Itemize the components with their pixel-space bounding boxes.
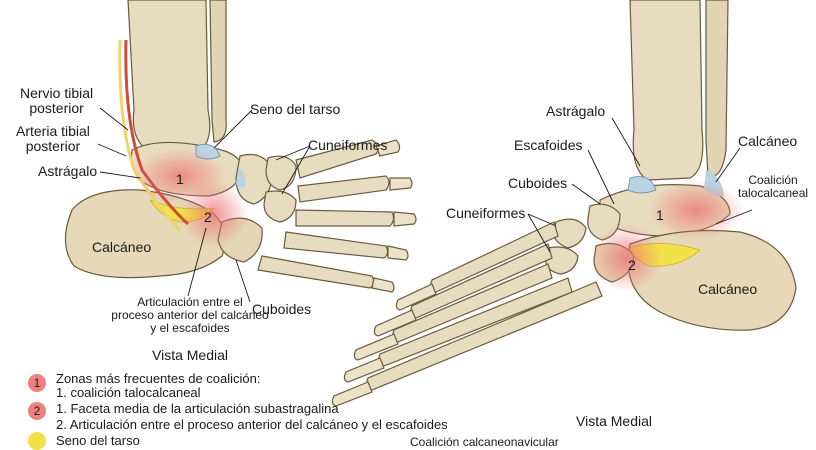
right-marker-2: 2 xyxy=(628,257,636,273)
left-label-seno: Seno del tarso xyxy=(250,102,340,117)
legend-item1-detail: 1. coalición talocalcaneal xyxy=(56,386,201,400)
right-label-cuboides: Cuboides xyxy=(508,176,567,191)
right-label-calcaneo-top: Calcáneo xyxy=(738,134,797,149)
left-caption: Vista Medial xyxy=(152,348,228,363)
left-label-nervio: Nervio tibial posterior xyxy=(20,86,93,116)
right-marker-1: 1 xyxy=(656,207,664,223)
right-label-cuneiformes: Cuneiformes xyxy=(446,206,525,221)
legend-item3-label: Seno del tarso xyxy=(56,434,140,448)
left-marker-1: 1 xyxy=(176,171,184,187)
legend-marker-2: 2 xyxy=(28,402,46,420)
right-tibia xyxy=(630,0,703,180)
right-caption: Vista Medial xyxy=(576,414,652,429)
left-label-calcaneo: Calcáneo xyxy=(92,240,151,255)
right-fibula xyxy=(706,0,728,176)
left-label-arteria: Arteria tibial posterior xyxy=(16,124,90,154)
legend-marker-1: 1 xyxy=(28,374,46,392)
left-tibia xyxy=(128,0,210,152)
left-label-cuneiformes: Cuneiformes xyxy=(308,138,387,153)
right-label-coalicion: Coalición talocalcaneal xyxy=(738,174,808,200)
left-fibula xyxy=(210,0,226,142)
legend-sinus-swatch xyxy=(28,432,46,450)
left-marker-2: 2 xyxy=(204,209,212,225)
left-label-cuboides: Cuboides xyxy=(252,302,311,317)
right-label-astragalo: Astrágalo xyxy=(546,104,605,119)
right-label-calcaneo: Calcáneo xyxy=(698,282,757,297)
right-label-escafoides: Escafoides xyxy=(514,138,582,153)
legend-item2-line2: 2. Articulación entre el proceso anterio… xyxy=(56,418,448,432)
legend: 1 Zonas más frecuentes de coalición: 1. … xyxy=(24,370,544,450)
left-label-astragalo: Astrágalo xyxy=(38,164,97,179)
legend-item2-line1: 1. Faceta media de la articulación subas… xyxy=(56,402,339,416)
legend-item1-title: Zonas más frecuentes de coalición: xyxy=(56,372,261,386)
